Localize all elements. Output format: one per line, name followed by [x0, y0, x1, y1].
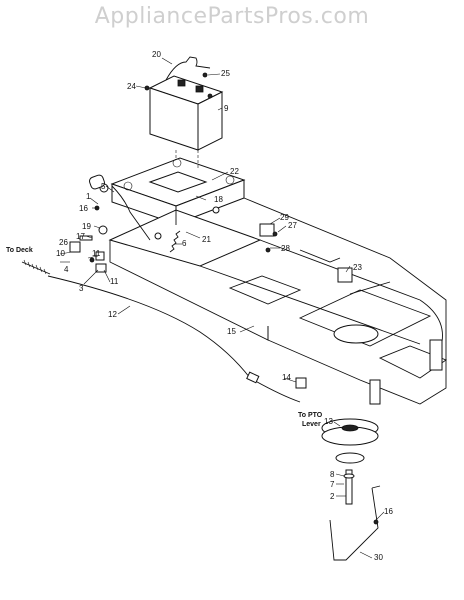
callout-5: 5: [101, 182, 106, 191]
pto-cable: [47, 275, 301, 403]
washer: [343, 473, 355, 479]
spring: [169, 230, 181, 253]
callout-12: 12: [108, 310, 117, 319]
knob: [88, 174, 106, 190]
cable-clip: [246, 371, 260, 384]
note-to-deck: To Deck: [6, 247, 33, 254]
nut: [265, 247, 271, 253]
callout-17: 17: [76, 232, 85, 241]
battery-tray: [110, 157, 246, 225]
watermark-text: AppliancePartsPros.com: [94, 4, 370, 29]
screw: [272, 231, 278, 237]
bracket: [69, 241, 81, 253]
callout-3: 3: [79, 284, 84, 293]
tractor-frame: [108, 197, 447, 405]
callout-20: 20: [152, 50, 161, 59]
callout-13: 13: [324, 417, 333, 426]
spindle-bolt: [345, 469, 353, 505]
clip: [95, 251, 105, 261]
callout-6: 6: [182, 239, 187, 248]
callout-29: 29: [280, 213, 289, 222]
bushing: [337, 267, 353, 283]
screw: [89, 257, 95, 263]
callout-26: 26: [59, 238, 68, 247]
battery: [148, 75, 224, 151]
note-to-pto-1: To PTO: [298, 412, 323, 419]
callout-25: 25: [221, 69, 230, 78]
callout-21: 21: [202, 235, 211, 244]
callout-24: 24: [127, 82, 136, 91]
callout-28: 28: [281, 244, 290, 253]
callout-10: 10: [56, 249, 65, 258]
callout-19: 19: [82, 222, 91, 231]
cable-end-deck: [21, 259, 51, 275]
callout-2: 2: [330, 492, 335, 501]
callout-1: 1: [86, 192, 91, 201]
idler-lever: [329, 487, 379, 561]
callout-7: 7: [330, 480, 335, 489]
callout-9: 9: [224, 104, 229, 113]
clip: [95, 263, 107, 273]
callout-4: 4: [64, 265, 69, 274]
frame-hole: [154, 232, 162, 240]
callout-16: 16: [79, 204, 88, 213]
callout-15: 15: [227, 327, 236, 336]
callout-11b: 11: [110, 277, 119, 286]
battery-strap: [165, 56, 211, 81]
callout-18: 18: [214, 195, 223, 204]
callout-14: 14: [282, 373, 291, 382]
callout-8: 8: [330, 470, 335, 479]
callout-27: 27: [288, 221, 297, 230]
callout-22: 22: [230, 167, 239, 176]
callout-23: 23: [353, 263, 362, 272]
frame-hole: [212, 206, 220, 214]
callout-16b: 16: [384, 507, 393, 516]
callout-11a: 11: [92, 249, 101, 258]
switch: [295, 377, 307, 389]
pivot-bracket: [259, 223, 275, 237]
battery-nut: [202, 72, 208, 78]
washer: [98, 225, 108, 235]
pin: [373, 519, 379, 525]
lift-rod: [111, 185, 151, 241]
callout-labels: 20 24 25 9 22 18 21 6 5 1 16 19 17 26 10…: [56, 50, 393, 562]
note-to-pto-2: Lever: [302, 421, 321, 428]
callout-30: 30: [374, 553, 383, 562]
leader-lines: [59, 57, 385, 559]
